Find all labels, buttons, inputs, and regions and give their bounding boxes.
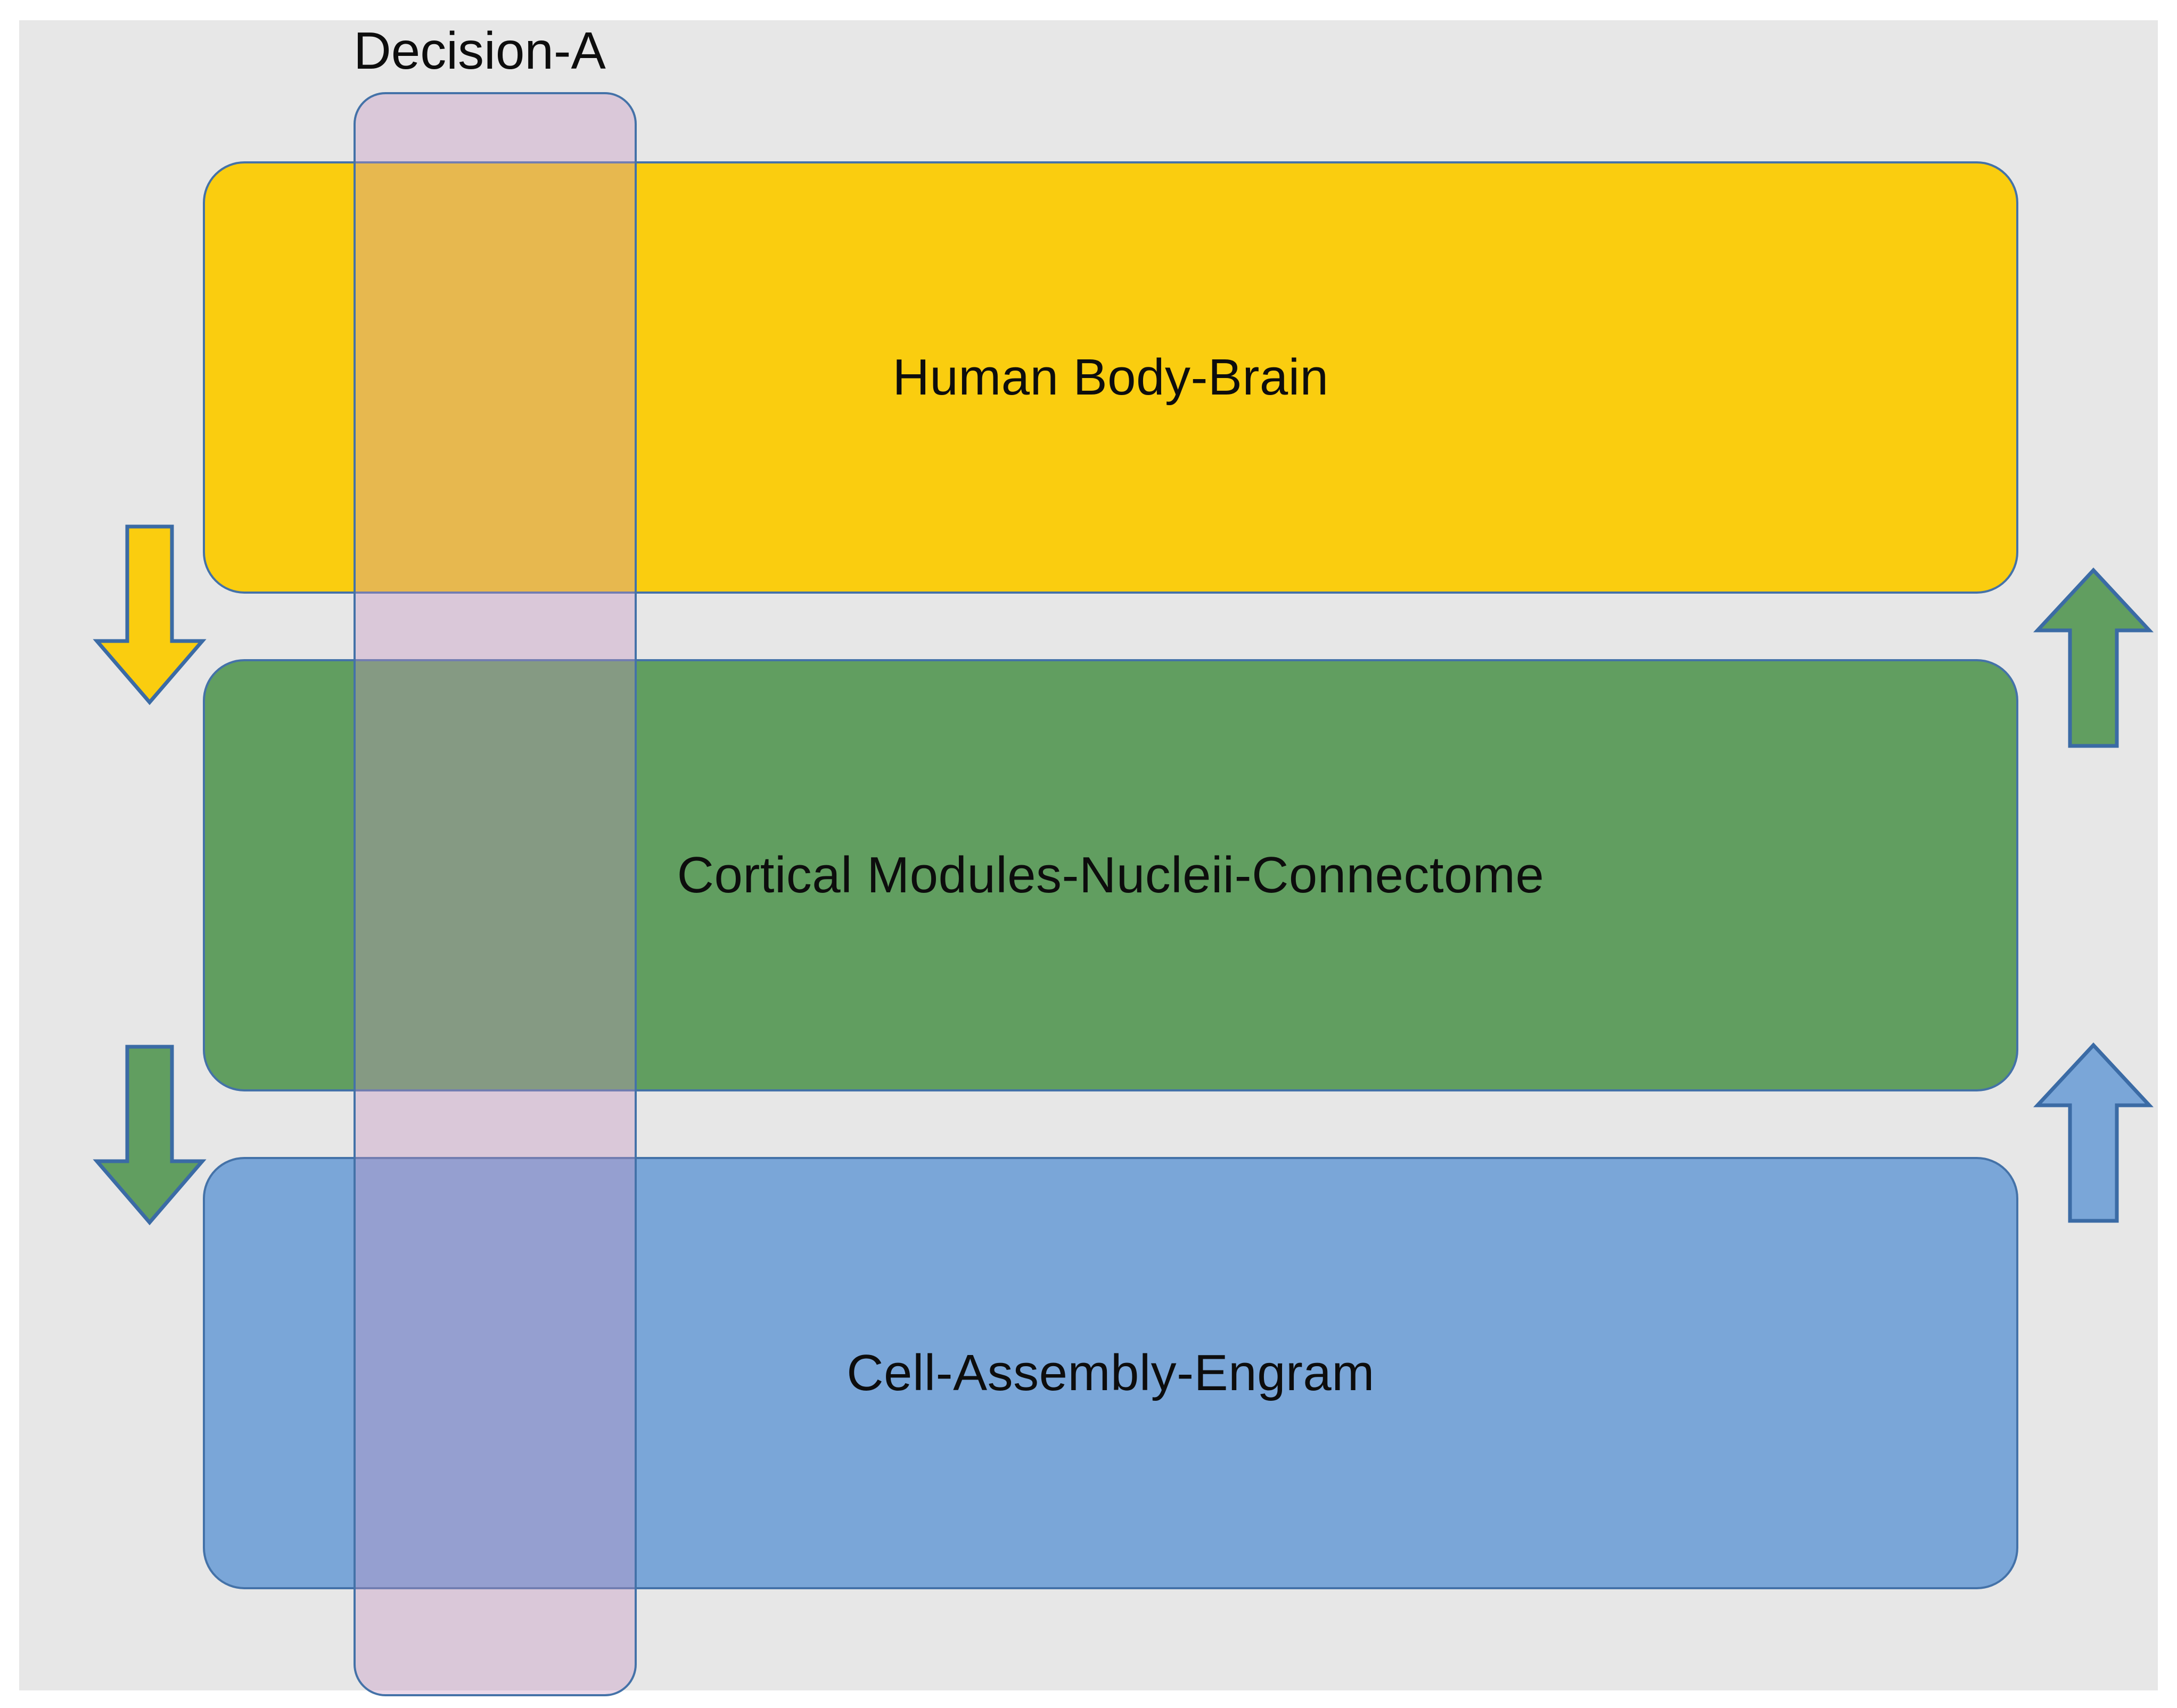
layer-label-cortical-modules: Cortical Modules-Nucleii-Connectome	[677, 847, 1545, 904]
diagram-canvas: Human Body-Brain Cortical Modules-Nuclei…	[19, 20, 2158, 1696]
decision-column-overlay[interactable]	[354, 92, 637, 1696]
arrow-up-icon-green	[2033, 567, 2154, 748]
arrow-up-icon-blue	[2033, 1042, 2154, 1223]
layer-box-cortical-modules[interactable]: Cortical Modules-Nucleii-Connectome	[203, 659, 2018, 1091]
layer-label-cell-assembly: Cell-Assembly-Engram	[847, 1344, 1375, 1401]
layer-label-body-brain: Human Body-Brain	[892, 349, 1329, 406]
layer-box-cell-assembly[interactable]: Cell-Assembly-Engram	[203, 1157, 2018, 1589]
decision-column-label: Decision-A	[354, 21, 606, 80]
arrow-down-icon-yellow	[93, 524, 207, 705]
layer-box-body-brain[interactable]: Human Body-Brain	[203, 161, 2018, 594]
arrow-down-icon-green	[93, 1045, 207, 1226]
